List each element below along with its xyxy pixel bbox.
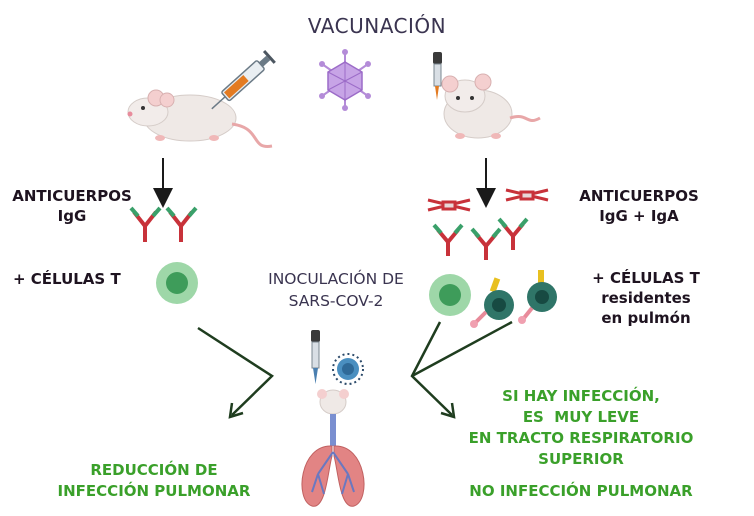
syringe-icon xyxy=(211,49,276,110)
right-cells-label: + CÉLULAS T residentes en pulmón xyxy=(580,268,712,328)
arrow-right-outcome xyxy=(410,320,513,419)
inoculation-dropper-icon xyxy=(311,330,320,384)
resident-t-cell-icon-2 xyxy=(518,270,557,324)
left-cells-label: + CÉLULAS T xyxy=(13,270,121,288)
right-antibodies-line-2: IgG + IgA xyxy=(599,207,679,225)
t-cell-right-icon xyxy=(429,274,471,316)
mouse-left-icon xyxy=(127,89,273,148)
arrow-left-outcome xyxy=(197,326,274,419)
right-cells-line-3: en pulmón xyxy=(601,309,691,327)
t-cell-icon xyxy=(156,262,198,304)
right-outcome-2-label: NO INFECCIÓN PULMONAR xyxy=(469,482,693,500)
virus-icon xyxy=(319,49,371,111)
sars-cov-2-icon xyxy=(332,353,364,385)
right-outcome-line-3: EN TRACTO RESPIRATORIO xyxy=(468,429,694,447)
right-antibodies-line-1: ANTICUERPOS xyxy=(579,187,699,205)
left-outcome-line-2: INFECCIÓN PULMONAR xyxy=(57,482,251,500)
inoculation-line-2: SARS-COV-2 xyxy=(288,292,384,310)
inoculation-label: INOCULACIÓN DE SARS-COV-2 xyxy=(254,268,418,312)
left-outcome-line-1: REDUCCIÓN DE xyxy=(90,461,218,479)
right-outcome-line-4: SUPERIOR xyxy=(538,450,624,468)
right-cells-line-1: + CÉLULAS T xyxy=(592,269,700,287)
right-outcome-line-2: ES MUY LEVE xyxy=(522,408,640,426)
resident-t-cell-icon xyxy=(470,277,514,328)
mouse-right-icon xyxy=(441,73,541,139)
left-antibodies-line-2: IgG xyxy=(57,207,87,225)
right-outcome-label: SI HAY INFECCIÓN, ES MUY LEVE EN TRACTO … xyxy=(448,386,714,470)
mouse-head-lungs-icon xyxy=(301,389,365,507)
dropper-icon xyxy=(433,52,442,100)
igg-antibody-icon xyxy=(129,206,198,242)
right-cells-line-2: residentes xyxy=(601,289,691,307)
inoculation-line-1: INOCULACIÓN DE xyxy=(268,270,404,288)
left-antibodies-line-1: ANTICUERPOS xyxy=(12,187,132,205)
page-title: VACUNACIÓN xyxy=(307,14,447,38)
left-antibodies-label: ANTICUERPOS IgG xyxy=(4,186,140,226)
iga-antibody-icon xyxy=(427,188,549,212)
right-outcome-line-1: SI HAY INFECCIÓN, xyxy=(502,387,660,405)
right-antibodies-label: ANTICUERPOS IgG + IgA xyxy=(562,186,716,226)
igg-antibody-right-icon xyxy=(432,217,529,260)
left-outcome-label: REDUCCIÓN DE INFECCIÓN PULMONAR xyxy=(40,460,268,502)
